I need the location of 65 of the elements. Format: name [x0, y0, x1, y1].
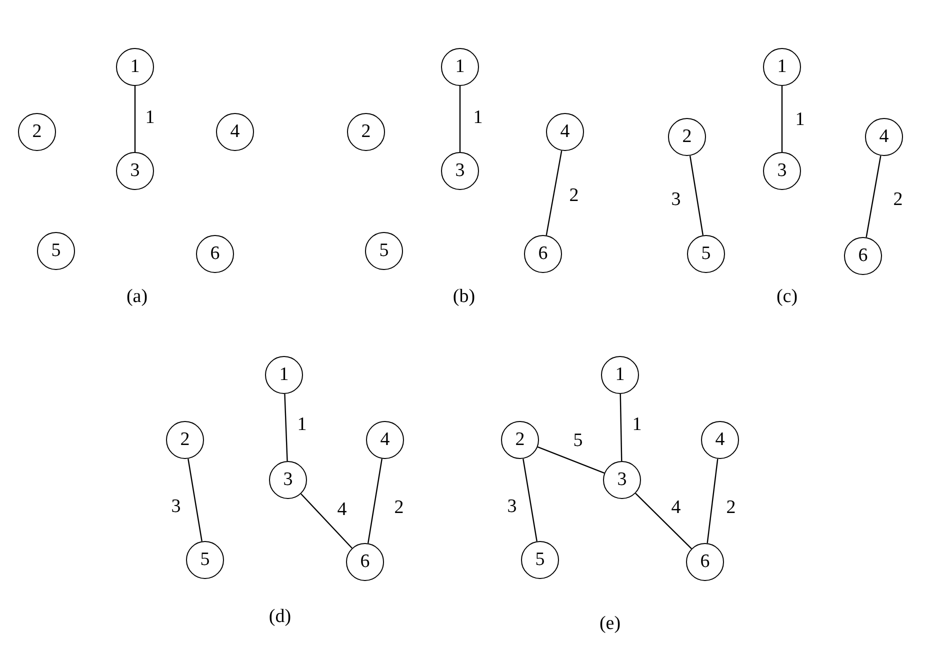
edge-weight: 1: [297, 415, 307, 435]
vertex-circle: 4: [701, 421, 739, 459]
edge-line: [134, 86, 136, 152]
vertex-circle: 6: [196, 235, 234, 273]
vertex-circle: 6: [524, 235, 562, 273]
edge-line: [546, 150, 562, 236]
vertex-circle: 1: [265, 356, 303, 394]
edge-line: [781, 86, 783, 152]
edge-line: [300, 493, 352, 549]
edge-weight: 1: [473, 108, 483, 128]
vertex-circle: 5: [186, 541, 224, 579]
vertex-circle: 5: [521, 541, 559, 579]
vertex-circle: 3: [116, 152, 154, 190]
panel-caption: (a): [126, 287, 148, 307]
edge-line: [522, 458, 538, 542]
edge-line: [537, 446, 605, 474]
vertex-circle: 4: [546, 113, 584, 151]
edge-weight: 1: [632, 415, 642, 435]
edge-weight: 3: [671, 190, 681, 210]
panel-caption: (b): [452, 287, 476, 307]
vertex-circle: 6: [686, 543, 724, 581]
vertex-circle: 2: [668, 118, 706, 156]
edge-weight: 1: [795, 110, 805, 130]
panel-caption: (c): [776, 287, 798, 307]
edge-weight: 2: [394, 498, 404, 518]
vertex-circle: 2: [18, 113, 56, 151]
edge-line: [866, 156, 882, 238]
edge-line: [284, 394, 288, 462]
edge-weight: 5: [573, 431, 583, 451]
edge-line: [635, 492, 692, 550]
edge-weight: 3: [171, 497, 181, 517]
edge-weight: 2: [569, 186, 579, 206]
edge-line: [367, 458, 383, 544]
edge-line: [188, 458, 202, 542]
vertex-circle: 5: [37, 232, 75, 270]
vertex-circle: 2: [166, 421, 204, 459]
vertex-circle: 4: [216, 113, 254, 151]
vertex-circle: 4: [366, 421, 404, 459]
edge-line: [706, 458, 718, 544]
vertex-circle: 3: [603, 461, 641, 499]
edge-line: [620, 394, 622, 462]
vertex-circle: 3: [269, 461, 307, 499]
vertex-circle: 6: [844, 237, 882, 275]
vertex-circle: 3: [441, 152, 479, 190]
vertex-circle: 1: [763, 48, 801, 86]
edge-weight: 4: [337, 500, 347, 520]
vertex-circle: 2: [347, 113, 385, 151]
edge-weight: 1: [145, 108, 155, 128]
vertex-circle: 3: [763, 152, 801, 190]
vertex-circle: 5: [687, 235, 725, 273]
edge-weight: 4: [671, 498, 681, 518]
edge-weight: 2: [893, 190, 903, 210]
panel-caption: (d): [268, 607, 292, 627]
vertex-circle: 5: [365, 232, 403, 270]
edge-weight: 2: [726, 498, 736, 518]
edge-line: [459, 86, 461, 152]
vertex-circle: 1: [601, 356, 639, 394]
edge-line: [689, 156, 704, 236]
vertex-circle: 2: [501, 421, 539, 459]
panel-caption: (e): [599, 614, 621, 634]
vertex-circle: 4: [865, 118, 903, 156]
vertex-circle: 1: [441, 48, 479, 86]
edge-weight: 3: [507, 497, 517, 517]
vertex-circle: 1: [116, 48, 154, 86]
vertex-circle: 6: [346, 543, 384, 581]
